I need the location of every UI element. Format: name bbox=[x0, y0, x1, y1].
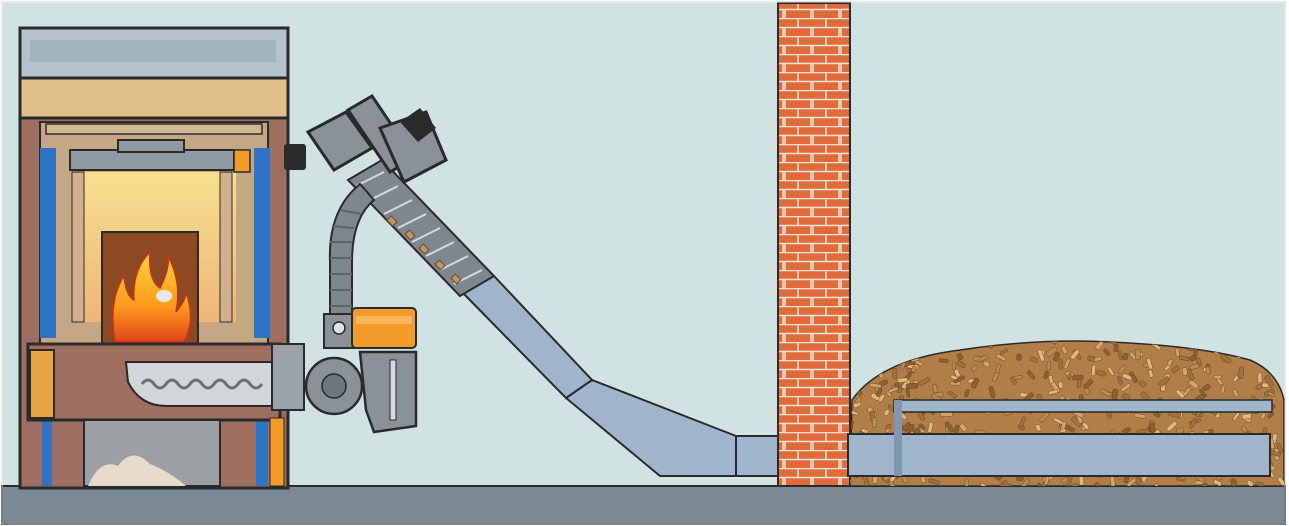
horizontal-auger-top-rail bbox=[894, 400, 1272, 412]
pellet bbox=[1077, 379, 1082, 387]
horizontal-auger-channel bbox=[848, 434, 1270, 476]
ember bbox=[156, 290, 172, 302]
heat-exchanger-handle bbox=[118, 140, 184, 152]
pellet bbox=[1068, 373, 1072, 380]
pellet bbox=[1114, 344, 1119, 352]
pellet bbox=[1258, 373, 1262, 383]
boiler-inner-lid bbox=[46, 124, 262, 134]
chamber-right-wall bbox=[220, 172, 232, 322]
auger-tube-horizontal bbox=[736, 436, 780, 476]
pellet bbox=[1072, 375, 1083, 380]
pellet bbox=[1238, 367, 1244, 379]
chamber-left-wall bbox=[72, 172, 84, 322]
brick-wall bbox=[778, 3, 850, 486]
pellet bbox=[952, 363, 956, 370]
boiler-side-rail-right bbox=[270, 418, 284, 486]
pellet bbox=[872, 417, 877, 427]
pellet bbox=[906, 383, 918, 389]
water-jacket-lower-right bbox=[256, 420, 268, 486]
boiler-top-cover-inset bbox=[30, 40, 276, 62]
burner-flange bbox=[272, 344, 304, 410]
horizontal-auger-riser bbox=[894, 400, 902, 476]
water-jacket-lower-left bbox=[42, 420, 52, 486]
pellet bbox=[939, 359, 949, 363]
boiler bbox=[20, 28, 288, 488]
pellet bbox=[897, 378, 908, 383]
water-jacket-right bbox=[254, 148, 270, 338]
boiler-top-band bbox=[20, 78, 288, 118]
orange-indicator bbox=[234, 150, 250, 172]
pellet bbox=[1017, 477, 1024, 481]
pellet bbox=[1206, 367, 1211, 375]
pellet bbox=[1016, 354, 1021, 360]
floor bbox=[2, 486, 1285, 524]
pellet bbox=[1136, 478, 1141, 485]
burner-front-plate bbox=[30, 350, 54, 418]
pellet bbox=[1047, 361, 1051, 370]
pellet bbox=[1214, 375, 1222, 379]
pellet bbox=[1135, 349, 1140, 359]
pellet bbox=[893, 368, 898, 379]
pellet bbox=[1242, 414, 1252, 420]
feed-motor-cylinder bbox=[352, 308, 416, 348]
gearbox-housing bbox=[360, 352, 416, 432]
pellet bbox=[941, 412, 953, 416]
water-jacket-left bbox=[40, 148, 56, 338]
pellet bbox=[1059, 359, 1063, 369]
